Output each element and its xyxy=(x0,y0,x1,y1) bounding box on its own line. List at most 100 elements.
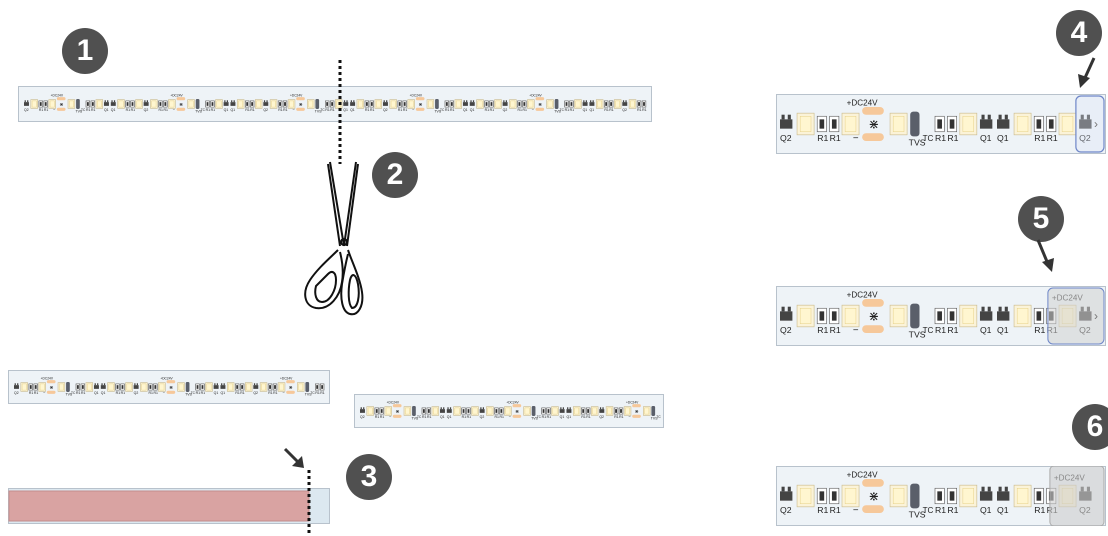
svg-text:+DC24V: +DC24V xyxy=(51,94,64,98)
svg-text:R1: R1 xyxy=(250,108,255,112)
svg-text:R1: R1 xyxy=(1034,133,1045,143)
svg-text:R1: R1 xyxy=(206,108,211,112)
svg-text:−: − xyxy=(173,107,176,112)
svg-text:R1: R1 xyxy=(619,415,624,419)
svg-text:TC: TC xyxy=(923,326,934,335)
svg-text:Q1: Q1 xyxy=(980,133,992,143)
svg-text:R1: R1 xyxy=(44,108,49,112)
svg-text:R1: R1 xyxy=(325,108,330,112)
svg-text:R1: R1 xyxy=(935,505,946,515)
svg-text:R1: R1 xyxy=(935,325,946,335)
svg-text:›: › xyxy=(1094,117,1098,131)
svg-text:R1: R1 xyxy=(196,391,201,395)
svg-text:R1: R1 xyxy=(235,391,240,395)
svg-text:R1: R1 xyxy=(164,108,169,112)
svg-text:TVS: TVS xyxy=(531,417,538,421)
svg-text:R1: R1 xyxy=(315,391,320,395)
step-2-badge: 2 xyxy=(372,152,418,198)
svg-text:R1: R1 xyxy=(586,415,591,419)
arrow-icon xyxy=(1036,239,1054,272)
svg-text:R1: R1 xyxy=(380,415,385,419)
svg-text:R1: R1 xyxy=(365,108,370,112)
svg-text:R1: R1 xyxy=(245,108,250,112)
svg-text:Q1: Q1 xyxy=(343,108,348,112)
svg-text:R1: R1 xyxy=(91,108,96,112)
svg-text:Q2: Q2 xyxy=(1079,133,1091,143)
svg-text:R1: R1 xyxy=(211,108,216,112)
svg-text:−: − xyxy=(53,107,56,112)
svg-text:R1: R1 xyxy=(935,133,946,143)
svg-text:R1: R1 xyxy=(604,108,609,112)
svg-text:+DC24V: +DC24V xyxy=(410,94,423,98)
svg-text:Q2: Q2 xyxy=(780,133,792,143)
svg-text:TVS: TVS xyxy=(651,417,658,421)
svg-text:R1: R1 xyxy=(817,325,828,335)
svg-text:+DC24V: +DC24V xyxy=(847,98,879,107)
svg-text:R1: R1 xyxy=(947,505,958,515)
svg-text:R1: R1 xyxy=(240,391,245,395)
svg-text:Q1: Q1 xyxy=(94,391,99,395)
svg-text:R1: R1 xyxy=(817,133,828,143)
svg-text:⋇: ⋇ xyxy=(635,409,639,415)
svg-text:⋇: ⋇ xyxy=(538,102,542,108)
svg-text:Q1: Q1 xyxy=(583,108,588,112)
svg-text:−: − xyxy=(389,414,392,419)
svg-text:⋇: ⋇ xyxy=(868,117,879,132)
svg-text:+DC24V: +DC24V xyxy=(290,94,303,98)
svg-text:R1: R1 xyxy=(1034,325,1045,335)
adhesive-backing xyxy=(8,488,330,524)
svg-text:Q1: Q1 xyxy=(470,108,475,112)
svg-text:R1: R1 xyxy=(273,391,278,395)
svg-text:R1: R1 xyxy=(268,391,273,395)
svg-text:+DC24V: +DC24V xyxy=(41,377,54,381)
svg-text:⋇: ⋇ xyxy=(59,102,63,108)
svg-text:Q1: Q1 xyxy=(997,133,1009,143)
svg-text:R1: R1 xyxy=(830,505,841,515)
arrow-icon xyxy=(283,447,304,468)
svg-text:TVS: TVS xyxy=(434,110,441,114)
svg-text:Q1: Q1 xyxy=(980,505,992,515)
svg-text:R1: R1 xyxy=(154,391,159,395)
svg-text:Q1: Q1 xyxy=(101,391,106,395)
svg-text:R1: R1 xyxy=(817,505,828,515)
svg-text:R1: R1 xyxy=(1047,133,1058,143)
svg-text:TC: TC xyxy=(201,108,206,112)
cut-line xyxy=(338,60,342,164)
svg-text:Q2: Q2 xyxy=(503,108,508,112)
svg-text:Q1: Q1 xyxy=(980,325,992,335)
svg-text:+DC24V: +DC24V xyxy=(506,401,519,405)
svg-text:TC: TC xyxy=(923,506,934,515)
svg-text:TC: TC xyxy=(923,134,934,143)
svg-text:R1: R1 xyxy=(278,108,283,112)
svg-text:R1: R1 xyxy=(126,108,131,112)
svg-text:Q1: Q1 xyxy=(350,108,355,112)
svg-text:R1: R1 xyxy=(34,391,39,395)
svg-text:+DC24V: +DC24V xyxy=(847,290,879,299)
svg-text:R1: R1 xyxy=(398,108,403,112)
svg-text:Q1: Q1 xyxy=(214,391,219,395)
arrow-icon xyxy=(1078,57,1096,88)
svg-text:⋇: ⋇ xyxy=(179,102,183,108)
svg-text:−: − xyxy=(853,325,859,336)
svg-text:Q1: Q1 xyxy=(997,325,1009,335)
svg-text:R1: R1 xyxy=(830,325,841,335)
svg-text:⋇: ⋇ xyxy=(868,489,879,504)
svg-text:R1: R1 xyxy=(565,108,570,112)
svg-text:TC: TC xyxy=(320,108,325,112)
svg-text:⋇: ⋇ xyxy=(418,102,422,108)
step-5-badge: 5 xyxy=(1018,196,1064,242)
svg-text:+DC24V: +DC24V xyxy=(847,470,879,479)
svg-text:TVS: TVS xyxy=(195,110,202,114)
svg-text:⋇: ⋇ xyxy=(169,385,173,391)
svg-text:+DC24V: +DC24V xyxy=(170,94,183,98)
svg-text:Q1: Q1 xyxy=(230,108,235,112)
svg-text:−: − xyxy=(43,390,46,395)
svg-text:R1: R1 xyxy=(330,108,335,112)
svg-text:Q2: Q2 xyxy=(263,108,268,112)
svg-text:Q1: Q1 xyxy=(224,108,229,112)
